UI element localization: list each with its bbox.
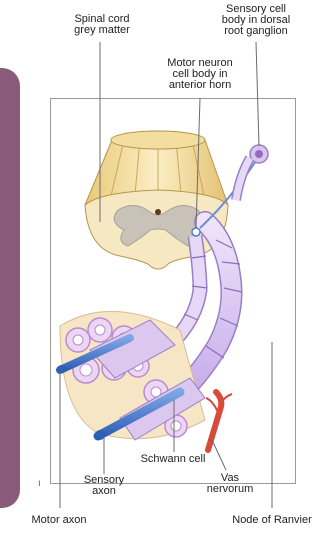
spinal-cord [85, 131, 228, 269]
label-sensory-axon: Sensory axon [74, 475, 134, 497]
vas-nervorum [206, 392, 232, 450]
label-node-of-ranvier: Node of Ranvier [222, 515, 322, 526]
label-sensory-cell-body: Sensory cell body in dorsal root ganglio… [200, 4, 312, 37]
label-spinal-cord-grey-matter: Spinal cord grey matter [62, 14, 142, 36]
stray-mark: ı [38, 478, 41, 489]
label-schwann-cell: Schwann cell [128, 454, 218, 465]
label-vas-nervorum: Vas nervorum [190, 473, 270, 495]
label-motor-neuron-cell-body: Motor neuron cell body in anterior horn [150, 58, 250, 91]
dorsal-root-ganglion [236, 145, 268, 200]
motor-neuron-cell-body [192, 228, 200, 236]
label-motor-axon: Motor axon [24, 515, 94, 526]
